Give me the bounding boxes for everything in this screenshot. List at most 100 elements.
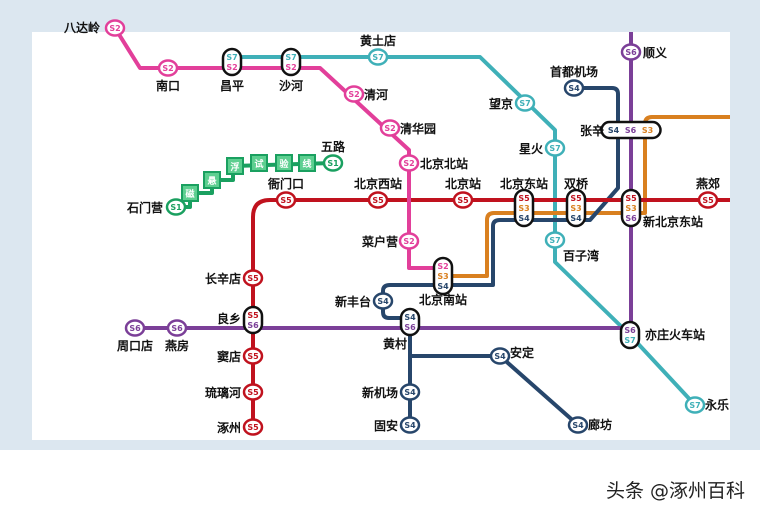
interchange-marker bbox=[242, 305, 264, 335]
interchange-marker bbox=[565, 188, 587, 228]
station-marker bbox=[399, 416, 421, 434]
maglev-box: 磁 bbox=[181, 184, 199, 202]
line-code: S5 bbox=[247, 388, 259, 397]
station-name: 亦庄火车站 bbox=[645, 327, 705, 342]
line-code: S2 bbox=[109, 24, 120, 33]
line-code: S7 bbox=[519, 99, 530, 108]
line-code: S2 bbox=[403, 237, 414, 246]
line-code: S3 bbox=[625, 204, 636, 213]
station-name: 星火 bbox=[519, 142, 544, 156]
station-name: 衙门口 bbox=[267, 176, 304, 191]
line-code: S6 bbox=[404, 323, 416, 332]
station-name: 百子湾 bbox=[563, 248, 599, 263]
line-s5 bbox=[251, 198, 730, 427]
line-code: S7 bbox=[226, 53, 237, 62]
line-code: S2 bbox=[162, 64, 173, 73]
station-name: 五路 bbox=[321, 139, 346, 154]
line-code: S4 bbox=[437, 282, 449, 291]
map-canvas bbox=[32, 32, 730, 440]
interchange-marker bbox=[513, 188, 535, 228]
station[interactable]: S2 菜户营 bbox=[361, 232, 420, 250]
maglev-box: 验 bbox=[275, 154, 293, 172]
station-name: 八达岭 bbox=[63, 20, 100, 35]
station[interactable]: S4 首都机场 bbox=[550, 64, 598, 97]
line-code: S4 bbox=[568, 84, 580, 93]
line-code: S5 bbox=[702, 196, 714, 205]
line-code: S2 bbox=[285, 63, 296, 72]
line-code: S5 bbox=[570, 194, 582, 203]
station-name: 周口店 bbox=[117, 338, 153, 353]
line-code: S5 bbox=[518, 194, 530, 203]
station-name: 双桥 bbox=[564, 176, 589, 191]
interchange-marker bbox=[619, 320, 641, 350]
svg-text:浮: 浮 bbox=[230, 161, 239, 173]
station[interactable]: S2 八达岭 bbox=[63, 19, 126, 37]
station-name: 菜户营 bbox=[361, 234, 398, 249]
station-name: 北京南站 bbox=[419, 292, 467, 307]
station-marker bbox=[567, 416, 589, 434]
station-name: 新丰台 bbox=[335, 294, 371, 309]
line-code: S1 bbox=[170, 203, 182, 212]
station-name: 清华园 bbox=[400, 121, 436, 136]
line-code: S5 bbox=[280, 196, 292, 205]
line-s7 bbox=[232, 55, 697, 407]
line-code: S3 bbox=[437, 272, 448, 281]
station-name: 廊坊 bbox=[588, 417, 612, 432]
station-marker bbox=[684, 396, 706, 414]
station-name: 固安 bbox=[374, 418, 398, 433]
station-name: 沙河 bbox=[279, 78, 303, 93]
station-name: 黄村 bbox=[383, 336, 407, 351]
line-code: S6 bbox=[624, 326, 636, 335]
line-s2 bbox=[113, 26, 443, 270]
station[interactable]: S5 衙门口 bbox=[267, 176, 304, 209]
svg-text:磁: 磁 bbox=[185, 188, 194, 200]
station-name: 北京东站 bbox=[500, 176, 548, 191]
station-name: 张辛 bbox=[580, 123, 604, 138]
line-code: S4 bbox=[570, 214, 582, 223]
station-marker bbox=[620, 43, 642, 61]
station-name: 新北京东站 bbox=[643, 214, 703, 229]
station-marker bbox=[697, 191, 719, 209]
station-name: 首都机场 bbox=[550, 64, 598, 79]
line-code: S6 bbox=[625, 214, 637, 223]
line-code: S5 bbox=[625, 194, 637, 203]
